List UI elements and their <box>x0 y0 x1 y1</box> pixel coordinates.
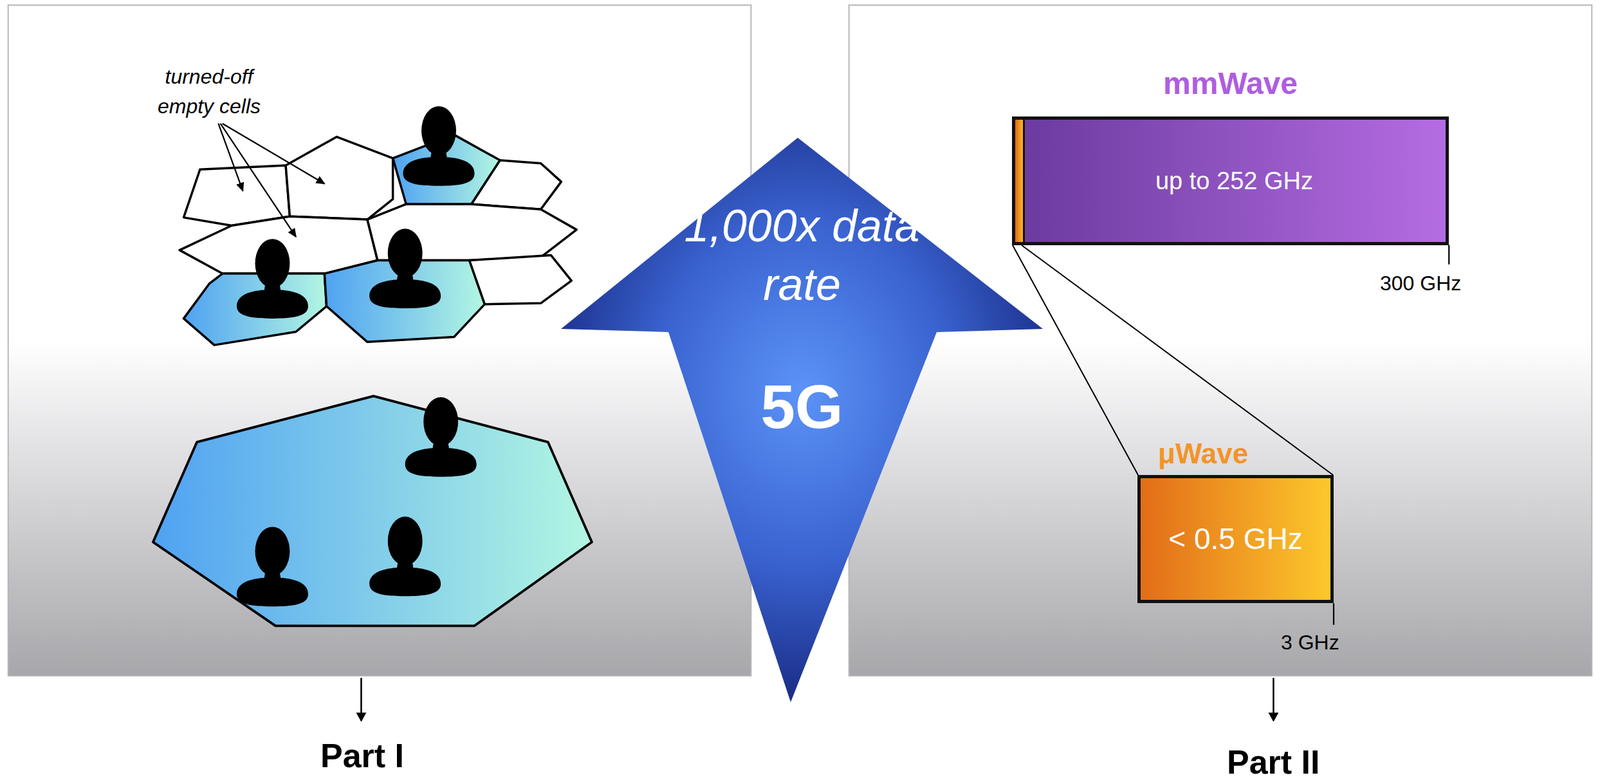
band-heading: μWave <box>1158 436 1334 471</box>
connector-line <box>1012 245 1139 475</box>
arrow-title: 5G <box>560 369 1043 444</box>
users <box>236 106 477 607</box>
spectrum-bar: mmWave up to 252 GHz <box>1011 64 1449 246</box>
band-label: < 0.5 GHz <box>1140 478 1331 600</box>
leader-lines <box>218 123 325 237</box>
panel-right <box>849 5 1593 676</box>
arrow-caption: 1,000x data rate <box>667 196 938 314</box>
part-label: Part II <box>1226 742 1321 782</box>
uwave-band: < 0.5 GHz <box>1137 474 1334 603</box>
arrow-node: 1,000x data rate 5G <box>560 137 1043 702</box>
frequency-tick: 300 GHz <box>1379 271 1462 296</box>
frequency-tick: 3 GHz <box>1280 630 1340 655</box>
panel-left <box>8 5 752 676</box>
callout-note: turned-off empty cells <box>138 61 280 122</box>
mmwave-band: up to 252 GHz <box>1011 116 1449 246</box>
band-heading: mmWave <box>1011 64 1449 103</box>
part-label: Part I <box>320 735 405 775</box>
axis-ticks <box>1333 245 1449 625</box>
part-arrows <box>360 677 1274 721</box>
small-cells <box>179 134 577 345</box>
connector-line <box>1021 245 1334 475</box>
zoom-connector <box>1012 245 1334 475</box>
arrow-outline <box>560 137 1043 702</box>
uwave-sliver <box>1015 119 1025 242</box>
macro-cell <box>153 395 592 626</box>
band-label: up to 252 GHz <box>1015 119 1446 242</box>
spectrum-box: μWave < 0.5 GHz <box>1137 436 1334 603</box>
